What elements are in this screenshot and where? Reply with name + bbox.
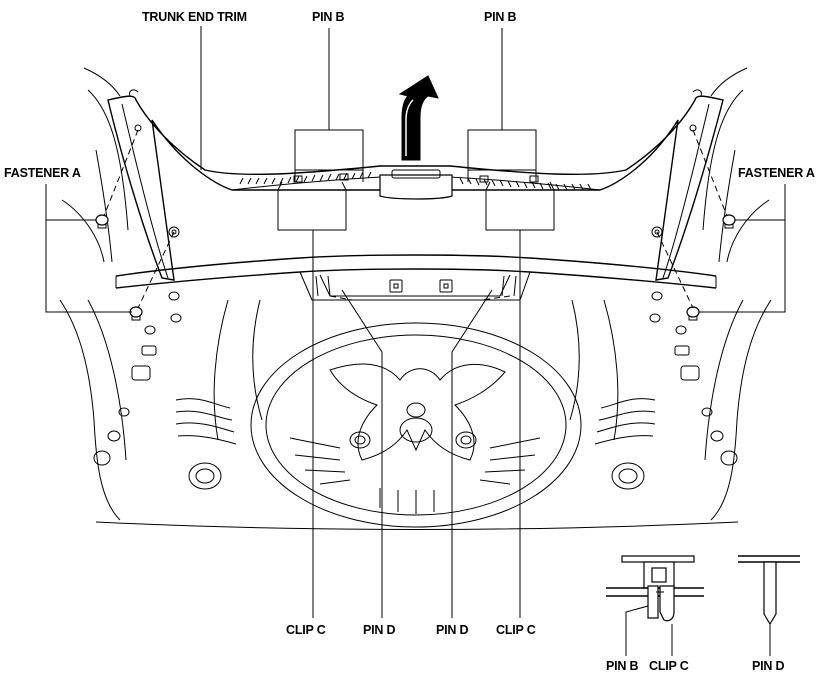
fastener-a-label-right: FASTENER A bbox=[738, 166, 815, 180]
pin-d-label-right: PIN D bbox=[436, 623, 469, 637]
pin-b-clip-c-detail bbox=[606, 555, 704, 622]
trunk-end-trim bbox=[107, 89, 724, 281]
trunk-end-trim-label: TRUNK END TRIM bbox=[142, 10, 247, 24]
clip-c-callout-left bbox=[277, 181, 347, 618]
fastener-a-lower-right bbox=[686, 306, 700, 321]
pin-b-callout-left bbox=[294, 28, 364, 182]
detail-pin-d-label: PIN D bbox=[752, 659, 785, 673]
pin-d-label-left: PIN D bbox=[363, 623, 396, 637]
fastener-a-label-left: FASTENER A bbox=[4, 166, 81, 180]
arrow-up-curved-icon bbox=[398, 75, 439, 161]
clip-c-callout-right bbox=[485, 181, 555, 618]
clip-c-label-right: CLIP C bbox=[496, 623, 536, 637]
pin-d-detail bbox=[738, 555, 800, 632]
pin-b-label-left: PIN B bbox=[312, 10, 345, 24]
fastener-a-upper-left bbox=[95, 214, 109, 229]
pin-b-label-right: PIN B bbox=[484, 10, 517, 24]
fastener-a-brackets bbox=[45, 184, 786, 313]
pin-d-leaders bbox=[341, 289, 493, 618]
detail-clip-c-label: CLIP C bbox=[649, 659, 689, 673]
fastener-a-lower-left bbox=[129, 306, 143, 321]
detail-pin-b-label: PIN B bbox=[606, 659, 639, 673]
fastener-a-upper-right bbox=[722, 214, 736, 229]
clip-c-label-left: CLIP C bbox=[286, 623, 326, 637]
pin-b-callout-right bbox=[467, 28, 537, 182]
vehicle-body bbox=[59, 67, 772, 530]
